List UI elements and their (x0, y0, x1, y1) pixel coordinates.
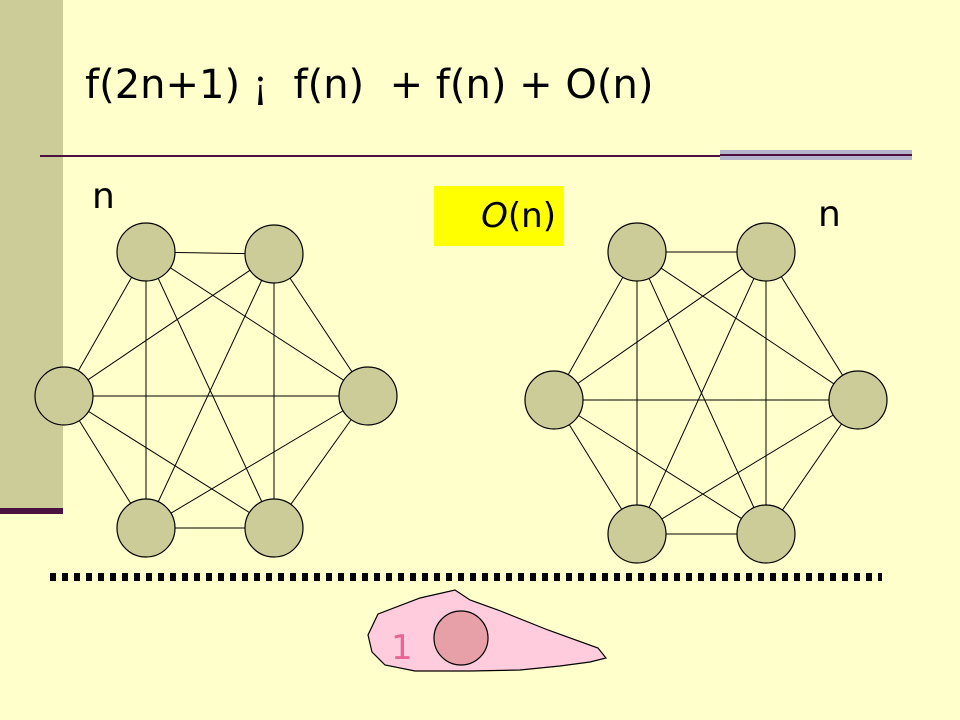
title-relation: ¡ (252, 63, 269, 107)
left-graph-edges (63, 251, 369, 529)
right-graph-label: n (818, 194, 841, 235)
merge-cost-suffix: (n) (507, 196, 556, 236)
left-graph-edge (145, 395, 369, 529)
left-graph-edge (145, 253, 275, 529)
title-rhs: f(n) + f(n) + O(n) (293, 62, 654, 108)
right-graph-node (828, 370, 888, 430)
right-graph-edge (553, 251, 767, 401)
merge-cost-box: O(n) (434, 186, 564, 246)
left-graph-node (244, 224, 304, 284)
extra-node (433, 610, 489, 666)
right-graph-node (607, 222, 667, 282)
left-graph-edge (63, 253, 275, 397)
left-graph-node (34, 366, 94, 426)
left-graph-node (116, 498, 176, 558)
right-graph-edge (636, 251, 767, 535)
right-graph-nodes (524, 222, 888, 564)
title-lhs: f(2n+1) (85, 62, 241, 108)
merge-cost-prefix: O (481, 196, 508, 236)
left-bar-tick (0, 508, 63, 514)
right-graph-edge (636, 399, 859, 535)
right-graph-node (607, 504, 667, 564)
left-graph-label: n (92, 176, 115, 217)
title-rule (40, 155, 720, 157)
right-graph-edge (636, 251, 859, 401)
extra-node-label: 1 (391, 628, 413, 668)
left-graph-node (338, 366, 398, 426)
left-graph-edge (63, 395, 275, 529)
left-graph-nodes (34, 222, 398, 558)
right-graph-node (736, 222, 796, 282)
left-graph-edge (145, 251, 369, 397)
right-graph-edge (553, 399, 767, 535)
left-graph-node (244, 498, 304, 558)
title-rule-accent-line (720, 154, 912, 156)
right-graph-node (736, 504, 796, 564)
left-decorative-bar (0, 0, 63, 510)
left-graph-node (116, 222, 176, 282)
right-graph-edges (553, 251, 859, 535)
recurrence-title: f(2n+1) ¡ f(n) + f(n) + O(n) (85, 62, 653, 108)
right-graph-node (524, 370, 584, 430)
